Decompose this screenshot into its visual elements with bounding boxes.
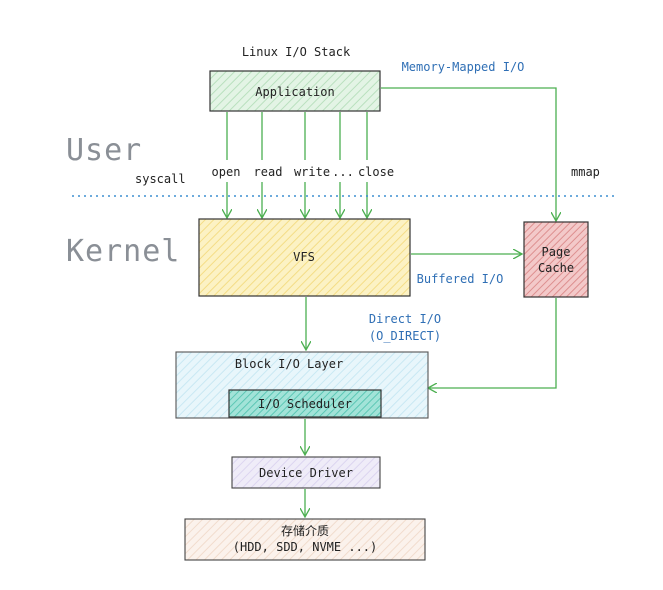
syscall-read: read — [254, 165, 283, 179]
storage-media-types: (HDD, SDD, NVME ...) — [233, 540, 378, 554]
syscall-label: syscall — [135, 172, 186, 186]
page-cache-box: Page Cache — [523, 221, 589, 298]
syscall-write: write — [294, 165, 330, 179]
storage-media-label: 存储介质 — [281, 523, 329, 538]
kernel-region-label: Kernel — [66, 234, 180, 269]
page-cache-label-2: Cache — [538, 261, 574, 275]
storage-media-box: 存储介质 (HDD, SDD, NVME ...) — [184, 518, 426, 561]
syscall-arrows-lower — [227, 182, 367, 217]
device-driver-box: Device Driver — [231, 456, 381, 489]
syscall-arrows-upper — [226, 112, 368, 160]
vfs-box: VFS — [198, 218, 411, 297]
syscall-ellipsis: ... — [332, 165, 354, 179]
mmap-label: mmap — [571, 165, 600, 179]
user-region-label: User — [66, 133, 142, 168]
block-io-layer-label: Block I/O Layer — [235, 357, 343, 371]
vfs-label: VFS — [293, 250, 315, 264]
mmap-arrow — [381, 87, 556, 220]
buffered-label: Buffered I/O — [417, 272, 504, 286]
io-scheduler-label: I/O Scheduler — [258, 397, 352, 411]
syscall-open: open — [212, 165, 241, 179]
page-cache-label-1: Page — [542, 245, 571, 259]
device-driver-label: Device Driver — [259, 466, 353, 480]
io-scheduler-box: I/O Scheduler — [228, 389, 382, 418]
direct-io-label: Direct I/O — [369, 312, 441, 326]
application-box: Application — [209, 70, 381, 112]
diagram-title: Linux I/O Stack — [242, 45, 351, 59]
syscall-close: close — [358, 165, 394, 179]
application-label: Application — [255, 85, 334, 99]
writeback-arrow — [429, 298, 557, 388]
direct-io-flag-label: (O_DIRECT) — [369, 329, 441, 343]
memory-mapped-label: Memory-Mapped I/O — [402, 60, 525, 74]
